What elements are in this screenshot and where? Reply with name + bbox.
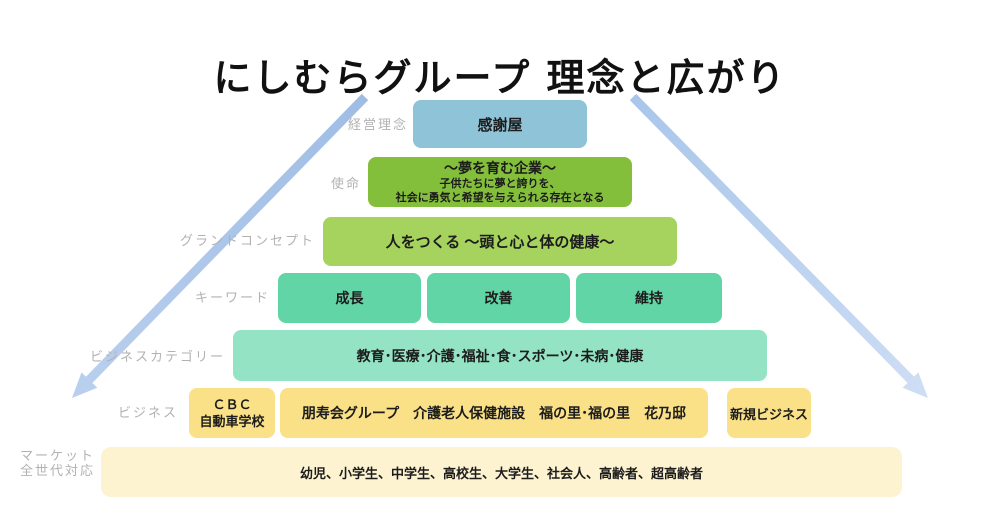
level-label-philosophy: 経営理念 xyxy=(347,117,408,132)
business-cbc-line-2: 自動車学校 xyxy=(199,414,265,429)
business-cbc-line-1: ＣＢＣ xyxy=(212,397,252,412)
keyword-growth-text: 成長 xyxy=(335,290,364,306)
level-label-keywords: キーワード xyxy=(194,290,270,305)
concept-text: 人をつくる ～頭と心と体の健康～ xyxy=(385,234,615,251)
level-label-categories: ビジネスカテゴリー xyxy=(89,349,225,364)
mission-line-3: 社会に勇気と希望を与えられる存在となる xyxy=(395,191,605,204)
keyword-box-growth: 成長 xyxy=(278,273,421,323)
left-expansion-arrow xyxy=(72,93,369,398)
right-expansion-arrow xyxy=(629,93,928,398)
keyword-box-maintenance: 維持 xyxy=(576,273,722,323)
business-box-cbc: ＣＢＣ 自動車学校 xyxy=(189,388,275,438)
business-houjukai-text: 朋寿会グループ 介護老人保健施設 福の里･福の里 花乃邸 xyxy=(301,405,687,421)
market-label-line-1: マーケット xyxy=(19,448,95,463)
keyword-improvement-text: 改善 xyxy=(484,290,513,306)
business-categories-text: 教育･医療･介護･福祉･食･スポーツ･未病･健康 xyxy=(356,347,644,364)
business-box-new: 新規ビジネス xyxy=(727,388,811,438)
mission-headline: ～夢を育む企業～ xyxy=(444,159,556,176)
level-label-mission: 使命 xyxy=(330,176,361,191)
keyword-box-improvement: 改善 xyxy=(427,273,570,323)
level-label-market: マーケット 全世代対応 xyxy=(5,448,95,478)
business-box-houjukai: 朋寿会グループ 介護老人保健施設 福の里･福の里 花乃邸 xyxy=(280,388,708,438)
mission-box: ～夢を育む企業～ 子供たちに夢と誇りを、 社会に勇気と希望を与えられる存在となる xyxy=(368,157,632,207)
philosophy-box: 感謝屋 xyxy=(413,100,587,148)
market-label-line-2: 全世代対応 xyxy=(19,463,95,478)
mission-line-2: 子供たちに夢と誇りを、 xyxy=(439,177,561,190)
business-categories-box: 教育･医療･介護･福祉･食･スポーツ･未病･健康 xyxy=(233,330,767,381)
business-new-text: 新規ビジネス xyxy=(729,406,808,422)
level-label-concept: グランドコンセプト xyxy=(179,233,315,248)
page-title: にしむらグループ 理念と広がり xyxy=(213,55,787,101)
market-box: 幼児、小学生、中学生、高校生、大学生、社会人、高齢者、超高齢者 xyxy=(101,447,902,497)
philosophy-text: 感謝屋 xyxy=(477,116,523,134)
market-text: 幼児、小学生、中学生、高校生、大学生、社会人、高齢者、超高齢者 xyxy=(299,465,703,481)
level-label-business: ビジネス xyxy=(117,405,178,420)
keyword-maintenance-text: 維持 xyxy=(635,290,663,306)
concept-box: 人をつくる ～頭と心と体の健康～ xyxy=(323,217,677,266)
